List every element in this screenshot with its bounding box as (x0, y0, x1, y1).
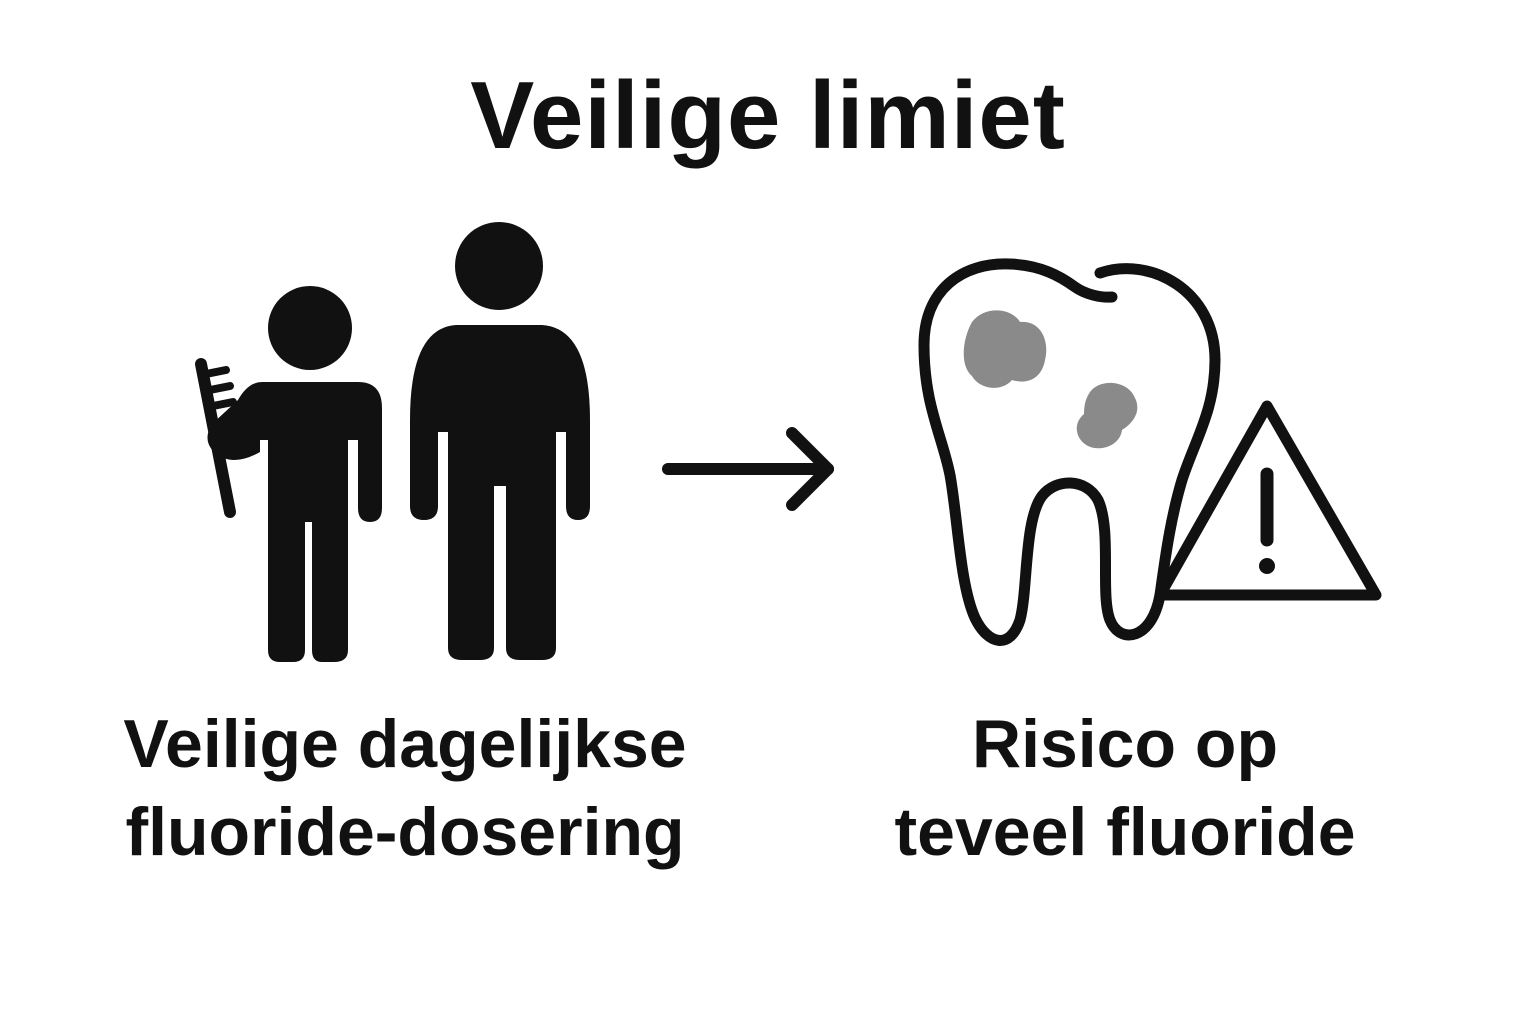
safe-dose-caption-line1: Veilige dagelijkse (123, 706, 687, 782)
risk-caption: Risico op teveel fluoride (820, 700, 1430, 876)
tooth-icon (918, 258, 1221, 646)
toothbrush-icon (195, 358, 237, 518)
people-icon (195, 222, 590, 662)
adult-figure (410, 222, 590, 660)
risk-caption-line1: Risico op (971, 706, 1279, 782)
fluorosis-stain (963, 310, 1047, 388)
fluorosis-stain (1076, 382, 1138, 449)
risk-caption-line2: teveel fluoride (894, 794, 1356, 870)
child-figure (207, 286, 382, 662)
warning-triangle-icon (1154, 400, 1382, 601)
safe-dose-caption: Veilige dagelijkse fluoride-dosering (80, 700, 730, 876)
diagram-title: Veilige limiet (470, 62, 1066, 169)
safe-dose-caption-line2: fluoride-dosering (125, 794, 685, 870)
arrow-right-icon (662, 427, 834, 511)
